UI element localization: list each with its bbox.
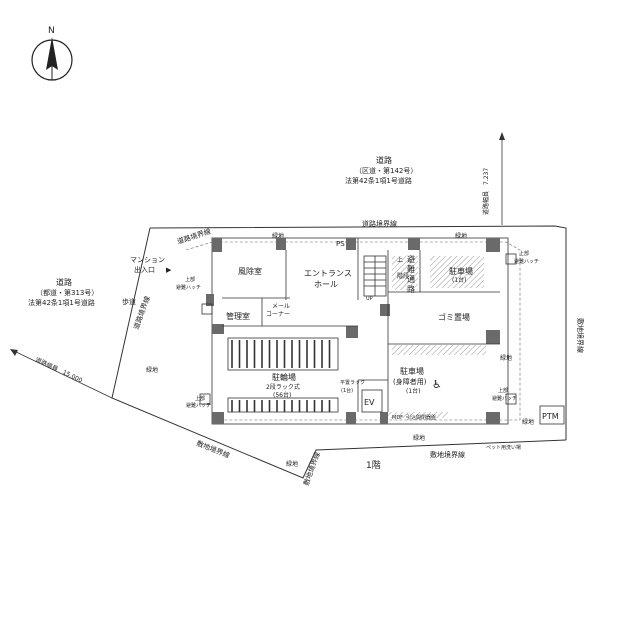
pet-wash-label: ペット用洗い場 — [486, 444, 521, 451]
stair-label: 階段 — [397, 272, 409, 280]
greenery-label-7: 緑地 — [500, 354, 512, 362]
entrance-arrow-icon: ▶ — [166, 266, 172, 274]
hatch-box-1 — [201, 303, 213, 315]
hc-parking-label-1: 駐車場 — [400, 366, 424, 376]
top-road-line1: 道路 — [376, 155, 392, 165]
hatch3-label-b: 避難ハッチ — [514, 258, 539, 265]
stair-up-label: UP — [366, 296, 373, 302]
entrance-hall-label-1: エントランス — [304, 269, 352, 278]
hatch4-label-a: 上部 — [498, 387, 508, 394]
entrance-label-2: 出入口 — [134, 265, 155, 274]
greenery-label-1: 緑地 — [272, 232, 284, 240]
flat-rack-label-2: (1台) — [341, 387, 353, 394]
left-road-width-label: 道路幅員 15.000 — [34, 356, 84, 385]
ps-label: PS — [336, 240, 345, 248]
road-boundary-topleft-label: 道路境界線 — [176, 227, 212, 246]
greenery-label-4: 緑地 — [286, 460, 298, 468]
evacuation-char-3: 通 — [407, 274, 415, 284]
parking-count-label: (1台) — [452, 276, 467, 284]
boundary-lines — [111, 225, 567, 479]
greenery-label-2: 緑地 — [455, 232, 467, 240]
mail-corner-label-2: コーナー — [266, 311, 290, 318]
flat-rack-label-1: 平置ラック — [340, 380, 365, 386]
greenery-label-6: 緑地 — [522, 418, 534, 426]
structural-columns — [206, 238, 500, 424]
management-room-label: 管理室 — [226, 311, 250, 321]
ptm-box — [539, 405, 565, 425]
compass-north-label: N — [48, 26, 55, 36]
bike-rack-area — [227, 337, 339, 413]
top-road-width-dimension: 道路幅員 7.237 — [482, 132, 505, 225]
garbage-room-label: ゴミ置場 — [438, 312, 470, 322]
mdf-label: MDF — [392, 415, 403, 421]
windbreak-room-label: 風除室 — [238, 266, 262, 276]
evacuation-char-1: 避 — [407, 254, 415, 264]
top-road-line3: 法第42条1項1号道路 — [345, 176, 412, 185]
wheelchair-icon: ♿ — [432, 378, 442, 391]
left-road-line1: 道路 — [56, 277, 72, 287]
hc-parking-label-2: (身障者用) — [393, 377, 427, 386]
left-road-line3: 法第42条1項1号道路 — [28, 298, 95, 307]
site-boundary-bottommid-label: 敷地境界線 — [301, 451, 321, 487]
hatch-box-3 — [505, 253, 517, 265]
greenery-label-3: 緑地 — [146, 366, 158, 374]
site-boundary-right-label: 敷地境界線 — [576, 318, 585, 353]
hc-parking-label-3: (1台) — [406, 387, 421, 395]
left-road-line2: （都道・第313号） — [36, 288, 98, 297]
parking-label: 駐車場 — [449, 266, 473, 276]
top-road-width-label: 道路幅員 7.237 — [482, 168, 490, 215]
mdf-strip — [388, 412, 448, 418]
floor-label: 1階 — [366, 460, 381, 471]
left-road-label: 道路 （都道・第313号） 法第42条1項1号道路 — [28, 277, 98, 307]
parking-space-hatch — [430, 256, 484, 288]
evacuation-strip — [392, 345, 486, 355]
interior-walls — [222, 238, 500, 412]
sidewalk-label: 歩道 — [122, 297, 136, 306]
bike-parking-label-1: 駐輪場 — [272, 372, 296, 382]
ev-label: EV — [364, 398, 375, 407]
ptm-label: PTM — [542, 412, 559, 421]
hatch-box-4 — [505, 393, 517, 405]
bike-parking-label-2: 2段ラック式 — [266, 383, 300, 391]
top-road-line2: （区道・第142号） — [355, 166, 417, 175]
entrance-hall-label-2: ホール — [314, 280, 338, 289]
site-boundary-bottomleft-label: 敷地境界線 — [195, 439, 231, 460]
north-compass-icon: N — [31, 26, 73, 81]
hatch4-label-b: 避難ハッチ — [492, 395, 517, 402]
site-boundary-bottom-label: 敷地境界線 — [430, 450, 465, 459]
mail-corner-label-1: メール — [272, 303, 290, 310]
road-boundary-top-label: 道路境界線 — [362, 219, 397, 228]
top-road-label: 道路 （区道・第142号） 法第42条1項1号道路 — [345, 155, 417, 185]
mdf-extra-label: 引込開閉器盤 — [406, 414, 436, 421]
parking-hatch-zone — [392, 256, 418, 290]
left-road-width-dimension: 道路幅員 15.000 — [10, 349, 113, 399]
stair-icon — [363, 255, 387, 297]
hatch2-label-a: 上部 — [195, 395, 205, 402]
hatch-box-2 — [199, 393, 211, 405]
hatch1-label-b: 避難ハッチ — [176, 284, 201, 291]
hatch1-label-a: 上部 — [185, 276, 195, 283]
evacuation-char-2: 難 — [407, 264, 415, 274]
hatch3-label-a: 上部 — [519, 250, 529, 257]
greenery-label-5: 緑地 — [413, 434, 425, 442]
hatch2-label-b: 避難ハッチ — [186, 402, 211, 409]
entrance-label-1: マンション — [130, 256, 165, 264]
stair-up-char: 上 — [397, 256, 403, 264]
bike-parking-label-3: (56台) — [273, 391, 291, 399]
evacuation-char-4: 路 — [407, 284, 415, 294]
elevator-box — [361, 389, 383, 413]
